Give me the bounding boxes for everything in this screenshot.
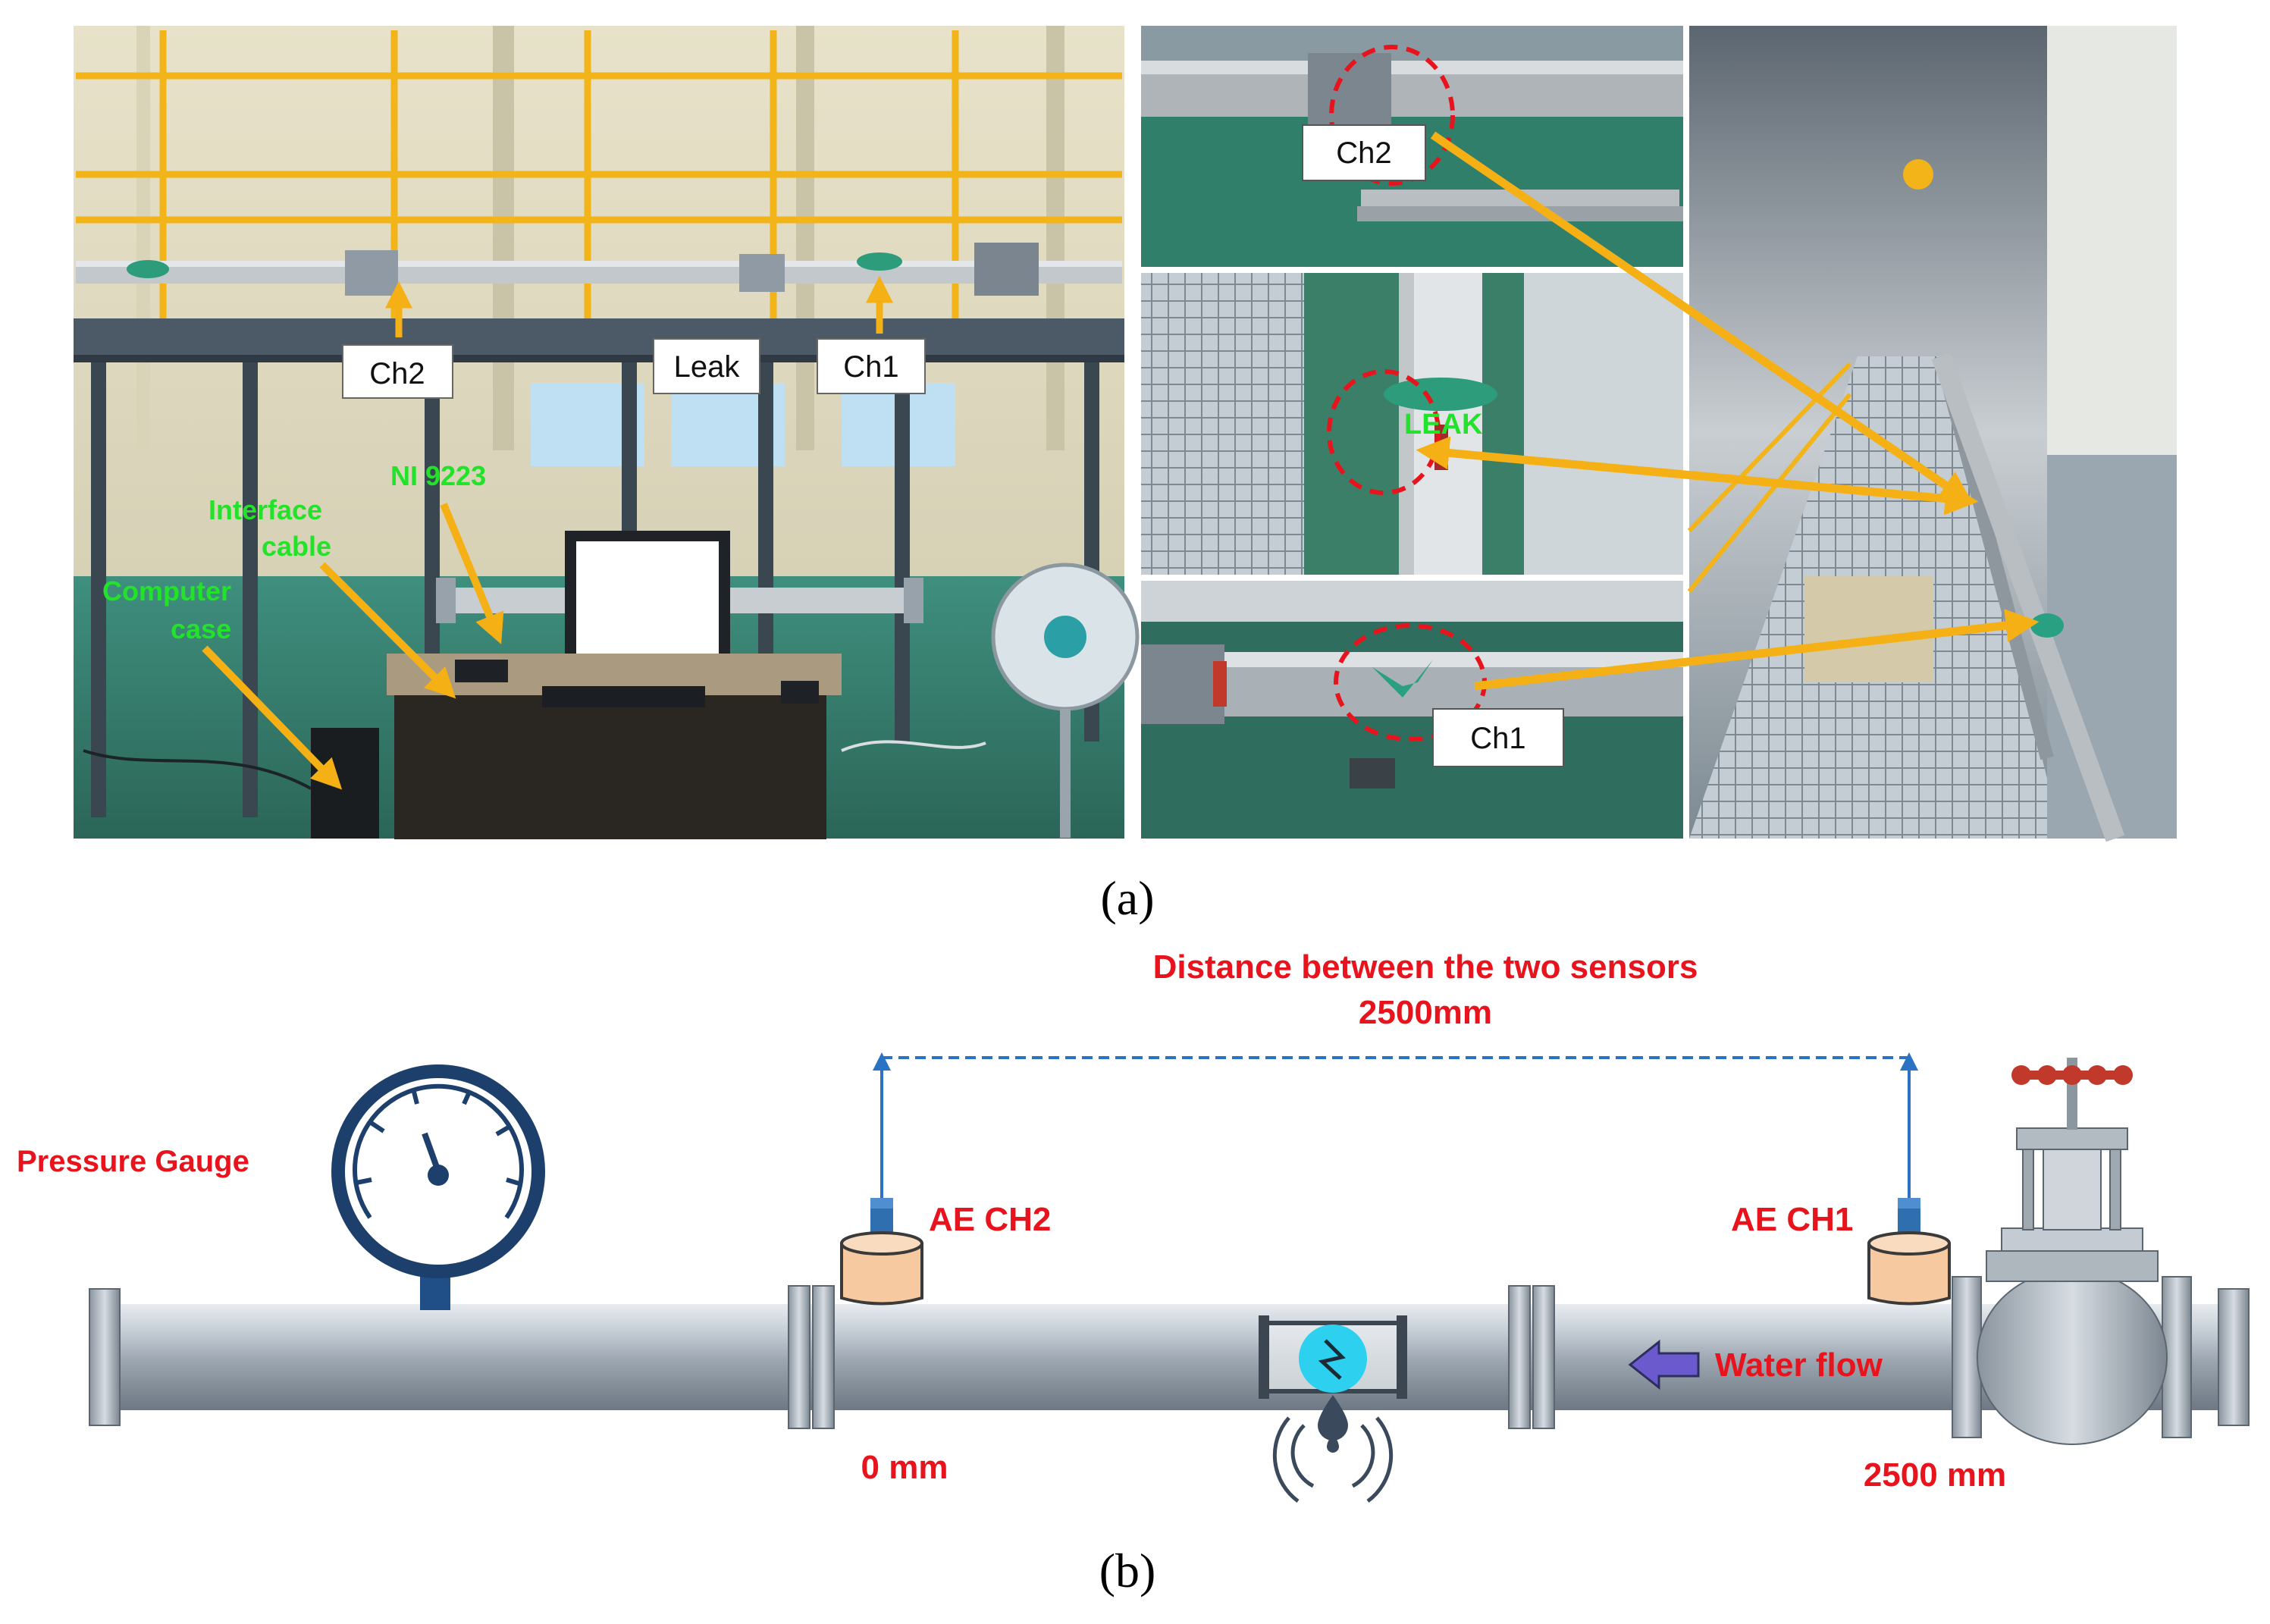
circle-ch2 [1329,45,1455,186]
position-end-label: 2500 mm [1864,1456,2006,1494]
water-flow-arrow-icon [1628,1339,1700,1390]
pipe-end-right [2218,1288,2250,1426]
photo-lab-overview: Ch2 Leak Ch1 NI 9223 Interface cable Com… [74,26,1140,839]
ae-ch1-label: AE CH1 [1731,1201,1853,1238]
photo-sensor-closeups: Ch2 LEAK Ch1 [1141,26,2177,842]
ae-ch2-label: AE CH2 [929,1201,1051,1238]
annotation-ni-9223: NI 9223 [390,460,486,491]
arrow-ch1-to-hall [1474,609,2040,691]
inset-leak [1141,273,1683,576]
label-ch2-box: Ch2 [342,344,453,399]
annotation-interface-line2: cable [262,531,331,562]
label-ch1-box: Ch1 [817,338,926,394]
arrow-hall-to-leak [1416,436,1979,516]
gate-valve [1977,1058,2168,1445]
arrow-ni-9223 [440,503,504,644]
inset-label-ch1-box: Ch1 [1432,708,1564,767]
arrow-interface-cable [319,562,456,699]
inset-hall [1687,26,2177,842]
annotation-interface-line1: Interface [209,494,322,525]
inset-label-ch1: Ch1 [1470,722,1525,755]
annotation-computer-line1: Computer [102,575,231,607]
label-ch1: Ch1 [843,350,898,384]
position-start-label: 0 mm [861,1449,948,1486]
distance-label-line2: 2500mm [1359,994,1492,1031]
pressure-gauge-icon [331,1064,545,1310]
ae-ch1-sensor-icon [1867,1198,1951,1306]
inset-label-ch2-box: Ch2 [1302,124,1426,181]
pipeline-schematic: Distance between the two sensors 2500mm [17,948,2250,1503]
label-ch2: Ch2 [369,357,425,390]
leak-window-icon [1259,1315,1407,1399]
ae-ch2-sensor-icon [840,1198,923,1306]
water-flow-label: Water flow [1715,1347,1883,1384]
pressure-gauge-label: Pressure Gauge [17,1145,249,1178]
flange-middle-joint [1508,1285,1555,1429]
inset-label-ch2: Ch2 [1336,136,1391,170]
water-drop-icon [1272,1395,1394,1503]
caption-b: (b) [1099,1544,1156,1597]
flange-left-joint [788,1285,835,1429]
pipe [106,1304,2229,1410]
caption-a: (a) [1100,871,1154,925]
flange-valve-left [1952,1276,1982,1438]
arrow-ch2-to-hall [1430,131,1974,504]
valve-handwheel-icon [2011,1065,2133,1085]
inset-ch1 [1141,580,1683,839]
arrow-computer-case [202,645,343,790]
pipe-end-left [89,1288,121,1426]
label-leak: Leak [674,350,741,384]
distance-label-line1: Distance between the two sensors [1153,948,1698,986]
circle-leak [1327,369,1441,495]
annotation-computer-line2: case [171,613,231,644]
inset-label-leak: LEAK [1404,409,1483,440]
label-leak-box: Leak [653,338,760,394]
